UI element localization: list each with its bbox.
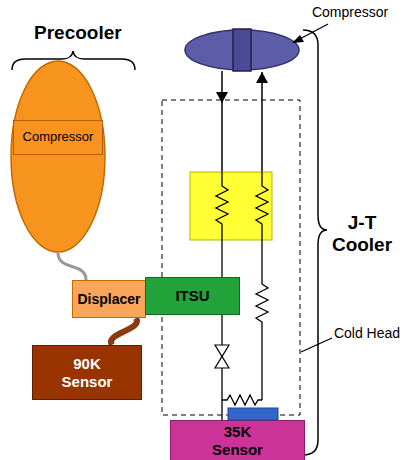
ellipse-outline (10, 60, 106, 253)
part-label: Compressor (300, 4, 400, 20)
compressor-symbol (185, 30, 299, 70)
pipe (256, 240, 268, 400)
pipe (261, 72, 263, 172)
itsu-box: ITSU (145, 277, 240, 315)
connector (221, 315, 222, 420)
leader-line (301, 338, 332, 352)
valve-symbol (215, 357, 229, 369)
arrow-head (216, 92, 228, 103)
node-label: ITSU (175, 287, 209, 304)
compressor-piston (233, 29, 251, 71)
connector (111, 318, 137, 345)
part-label: Cold Head (333, 325, 401, 341)
node-label: Displacer (77, 291, 140, 307)
node-label: 90K Sensor (56, 355, 118, 390)
node-label: Compressor (23, 130, 94, 145)
sensor-strip (228, 408, 278, 420)
compressor-box: Compressor (13, 120, 103, 155)
arrow-head (256, 72, 268, 83)
ellipse-shape (11, 61, 105, 252)
heat-exchanger (190, 172, 272, 240)
valve-symbol (215, 345, 229, 357)
node-label: 35K Sensor (207, 423, 269, 458)
coil (216, 172, 228, 240)
bracket (303, 30, 327, 455)
cold-head-outline (162, 100, 300, 415)
coil (222, 395, 262, 405)
precooler-ellipse: PrecoolerCompressor (10, 60, 106, 253)
pipe (221, 71, 223, 172)
pipe (221, 240, 222, 278)
sensor-box: 90K Sensor (32, 345, 142, 400)
arrow-head (292, 35, 304, 43)
coil (256, 172, 268, 240)
group-label: J-T Cooler (326, 212, 398, 256)
group-heading: Precooler (34, 22, 122, 44)
sensor-box: 35K Sensor (170, 420, 305, 460)
connector (58, 253, 86, 280)
displacer-box: Displacer (72, 280, 146, 318)
